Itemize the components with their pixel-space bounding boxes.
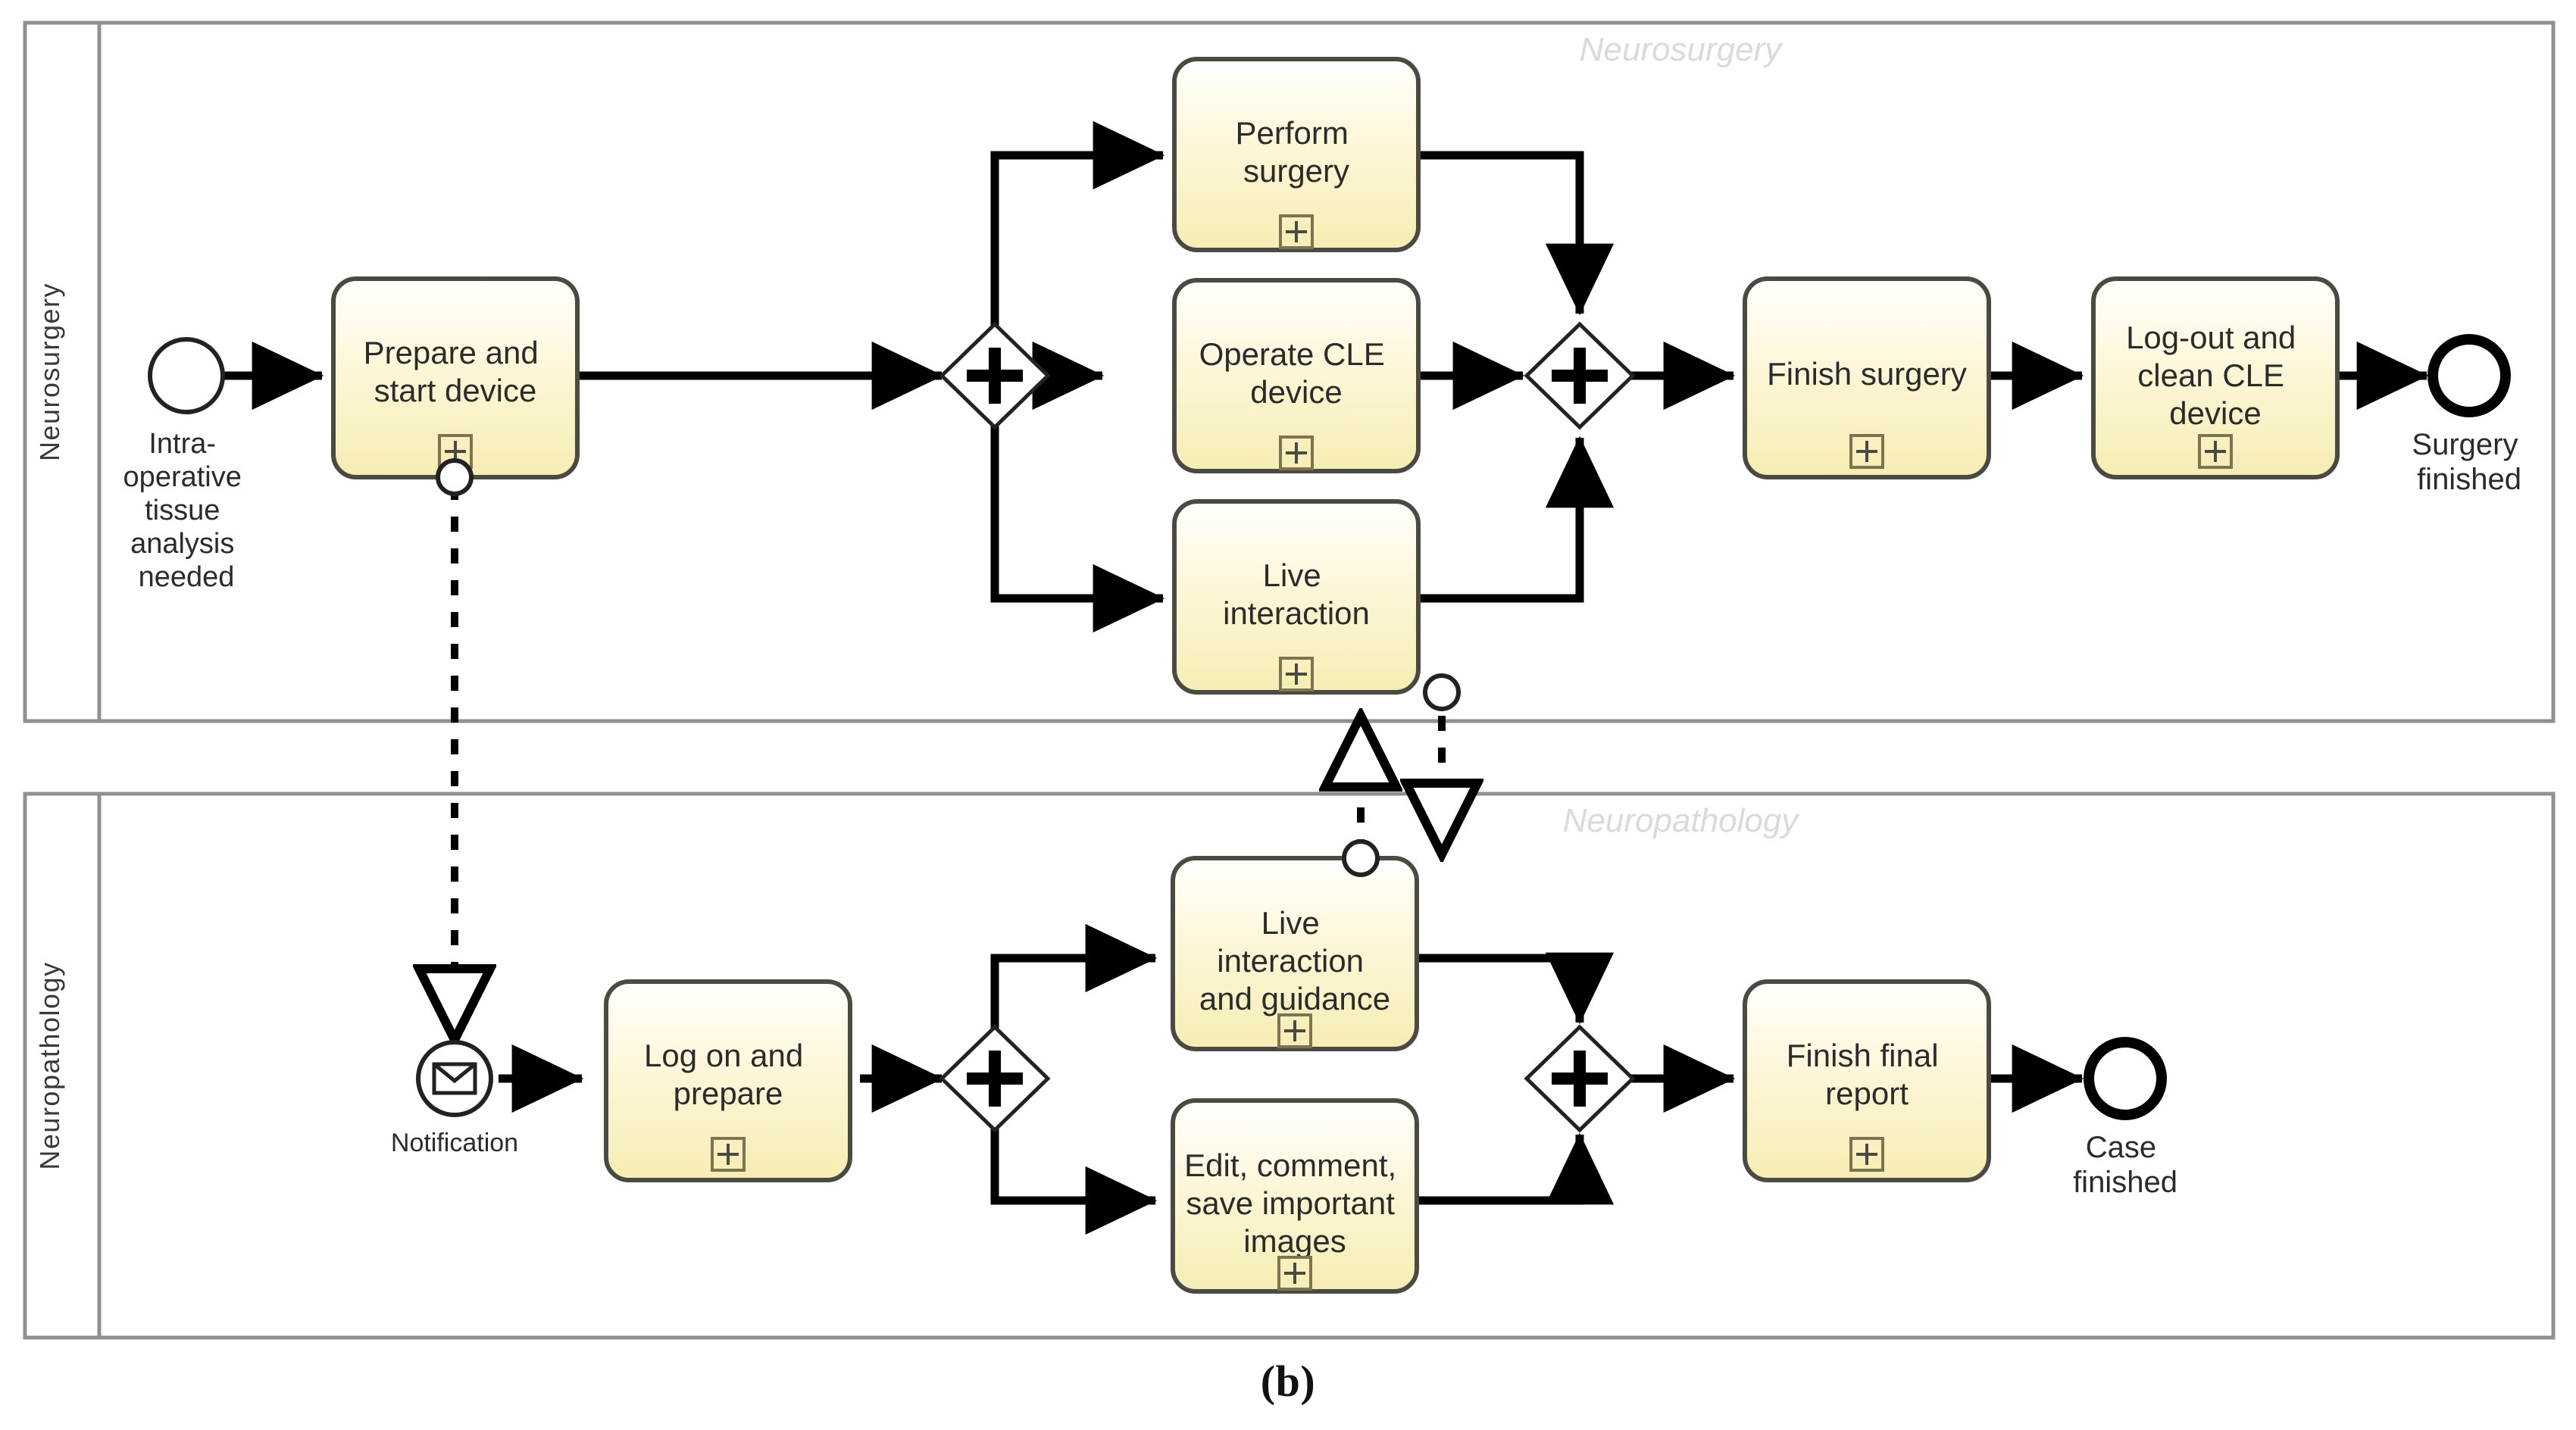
task-log-out-and-clean-cle-device-label: Log-out and clean CLE device: [2126, 320, 2305, 431]
task-log-on-and-prepare-box: [604, 979, 852, 1182]
task-finish-surgery-label: Finish surgery: [1767, 356, 1967, 392]
task-edit-comment-save-important-images[interactable]: Edit, comment, save important images: [1171, 1098, 1419, 1294]
task-prepare-and-start-device[interactable]: Prepare and start device: [331, 276, 580, 496]
task-edit-comment-save-important-images-box: [1171, 1098, 1419, 1294]
end-event-circle: [2428, 334, 2511, 417]
envelope-icon: [432, 1062, 477, 1095]
neurosurgery-sequence-flows: [224, 120, 2429, 633]
flow-split-to-perform: [990, 120, 1165, 326]
sub-process-plus-icon: [1849, 434, 1884, 469]
task-live-interaction-and-guidance-box: [1171, 856, 1419, 1051]
task-prepare-and-start-device-label: Prepare and start device: [364, 335, 548, 408]
end-event-surgery-finished[interactable]: Surgery finished: [2412, 334, 2526, 496]
sub-process-plus-icon: [1279, 436, 1314, 470]
end-event-label: Case finished: [2073, 1131, 2177, 1199]
parallel-gateway-plus-icon: [967, 348, 1023, 404]
task-live-interaction-and-guidance-label: Live interaction and guidance: [1199, 905, 1390, 1016]
task-log-on-and-prepare-label: Log on and prepare: [644, 1038, 812, 1111]
task-operate-cle-device-box: [1172, 278, 1421, 473]
task-operate-cle-device[interactable]: Operate CLE device: [1172, 278, 1421, 473]
message-throw-boundary-circle[interactable]: [1423, 673, 1461, 711]
start-event-notification[interactable]: Notification: [391, 1040, 518, 1157]
figure-caption: (b): [1260, 1357, 1316, 1406]
task-live-interaction[interactable]: Live interaction: [1172, 499, 1461, 711]
task-finish-surgery-box: [1743, 276, 1991, 479]
task-edit-comment-save-important-images-label: Edit, comment, save important images: [1184, 1147, 1405, 1259]
neuropathology-sequence-flows: [499, 923, 2084, 1235]
task-operate-cle-device-label: Operate CLE device: [1199, 336, 1394, 410]
message-throw-boundary-circle[interactable]: [436, 458, 474, 496]
end-event-circle: [2084, 1037, 2167, 1120]
task-perform-surgery-label: Perform surgery: [1235, 115, 1357, 189]
task-live-interaction-box: [1172, 499, 1421, 695]
flow-live-to-join: [1419, 436, 1615, 603]
pool-neuropathology-watermark: Neuropathology: [1563, 802, 1801, 839]
task-finish-final-report[interactable]: Finish final report: [1743, 979, 1991, 1182]
task-perform-surgery[interactable]: Perform surgery: [1172, 57, 1421, 252]
sub-process-plus-icon: [2198, 434, 2233, 469]
sub-process-plus-icon: [1277, 1256, 1312, 1291]
message-throw-boundary-circle[interactable]: [1342, 839, 1380, 877]
flow-split-to-live: [990, 426, 1165, 633]
task-live-interaction-label: Live interaction: [1223, 557, 1370, 631]
parallel-gateway-plus-icon: [1552, 1051, 1608, 1107]
flow-split-to-live-guidance: [990, 923, 1158, 1029]
task-finish-final-report-box: [1743, 979, 1991, 1182]
start-event-label: Intra- operative tissue analysis needed: [123, 428, 250, 593]
task-live-interaction-and-guidance[interactable]: Live interaction and guidance: [1171, 839, 1419, 1051]
sub-process-plus-icon: [1279, 214, 1314, 249]
flow-perform-to-join: [1419, 151, 1615, 316]
start-event-circle: [148, 337, 225, 414]
end-event-case-finished[interactable]: Case finished: [2073, 1037, 2177, 1199]
pool-neurosurgery-lane-label: Neurosurgery: [34, 283, 65, 461]
sub-process-plus-icon: [711, 1137, 746, 1172]
gateway-neuropathology-join[interactable]: [1524, 1024, 1636, 1133]
parallel-gateway-plus-icon: [1552, 348, 1608, 404]
gateway-neurosurgery-split[interactable]: [939, 321, 1051, 430]
pool-neurosurgery-watermark: Neurosurgery: [1580, 31, 1784, 68]
gateway-neurosurgery-join[interactable]: [1524, 321, 1636, 430]
sub-process-plus-icon: [1849, 1137, 1884, 1172]
gateway-neuropathology-split[interactable]: [939, 1024, 1051, 1133]
sub-process-plus-icon: [1279, 657, 1314, 692]
parallel-gateway-plus-icon: [967, 1051, 1023, 1107]
task-finish-final-report-label: Finish final report: [1787, 1038, 1947, 1111]
task-log-out-and-clean-cle-device-box: [2091, 276, 2340, 479]
start-event-intra-operative-tissue-analysis[interactable]: Intra- operative tissue analysis needed: [123, 337, 250, 593]
task-log-on-and-prepare[interactable]: Log on and prepare: [604, 979, 852, 1182]
message-flows: [455, 485, 1442, 1040]
pool-neuropathology-lane-label: Neuropathology: [34, 961, 65, 1169]
sub-process-plus-icon: [1277, 1013, 1312, 1048]
flow-split-to-edit: [990, 1129, 1158, 1235]
end-event-label: Surgery finished: [2412, 428, 2526, 496]
flow-edit-to-join: [1417, 1132, 1615, 1205]
task-finish-surgery[interactable]: Finish surgery: [1743, 276, 1991, 479]
task-log-out-and-clean-cle-device[interactable]: Log-out and clean CLE device: [2091, 276, 2340, 479]
flow-live-guidance-to-join: [1417, 952, 1615, 1025]
message-start-event-label: Notification: [391, 1129, 518, 1157]
task-perform-surgery-box: [1172, 57, 1421, 252]
